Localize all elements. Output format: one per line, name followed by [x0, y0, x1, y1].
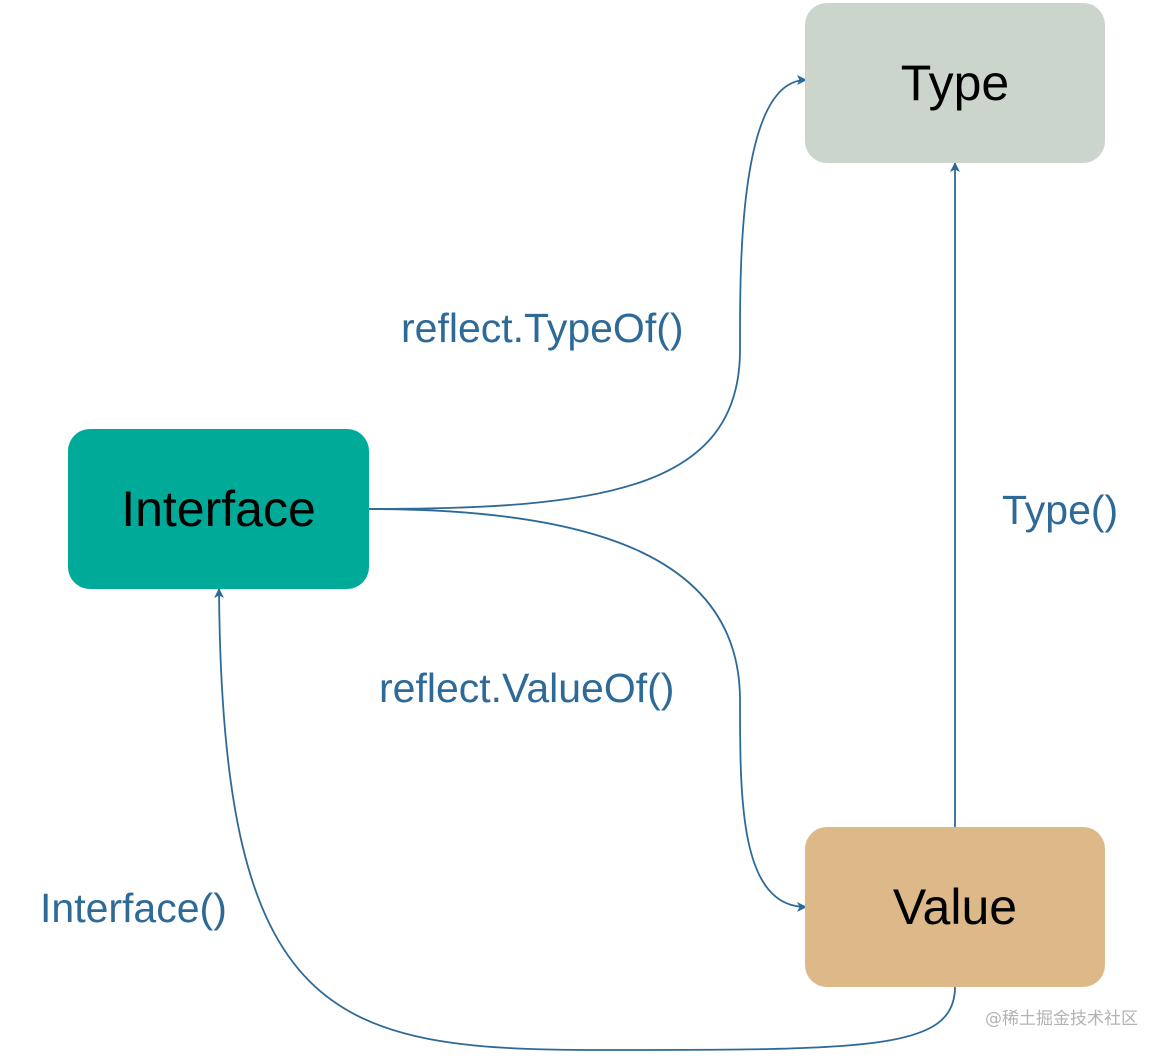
interface-node-label: Interface	[121, 481, 316, 537]
value-node: Value	[805, 827, 1105, 987]
interface-method-edge-label: Interface()	[40, 885, 227, 931]
value-node-label: Value	[892, 879, 1018, 935]
edge-value-to-interface	[214, 588, 956, 1051]
edge-interface-to-type	[368, 75, 807, 510]
interface-node: Interface	[68, 429, 369, 589]
type-node-label: Type	[900, 55, 1010, 111]
edge-interface-to-value	[368, 508, 807, 912]
typeof-edge-label: reflect.TypeOf()	[401, 305, 684, 351]
watermark: @稀土掘金技术社区	[985, 1009, 1138, 1029]
type-method-edge-label: Type()	[1002, 487, 1119, 533]
valueof-edge-label: reflect.ValueOf()	[379, 665, 675, 711]
type-node: Type	[805, 3, 1105, 163]
